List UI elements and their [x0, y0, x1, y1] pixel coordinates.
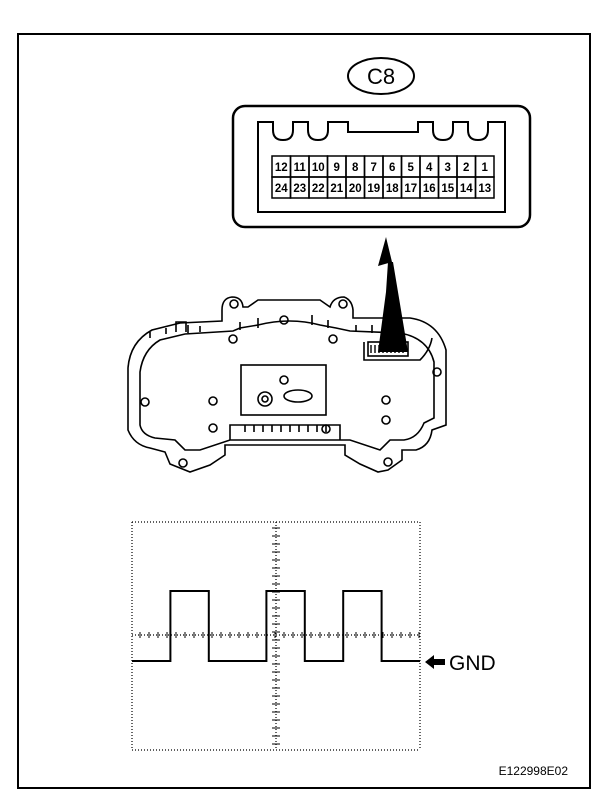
pin-number: 6	[389, 162, 395, 174]
combination-meter-rear	[127, 296, 447, 473]
pin-number: 24	[275, 183, 288, 195]
pin-number: 3	[445, 162, 451, 174]
pin-number: 22	[312, 183, 325, 195]
pin-cell	[474, 176, 495, 199]
waveform-trace	[132, 590, 420, 662]
pin-number: 13	[478, 183, 491, 195]
pin-number: 9	[334, 162, 340, 174]
pin-number: 23	[293, 183, 306, 195]
pin-number: 15	[441, 183, 454, 195]
pin-number: 14	[460, 183, 473, 195]
connector-label-oval	[347, 57, 415, 95]
pin-number: 5	[408, 162, 415, 174]
pin-number: 8	[352, 162, 359, 174]
pin-number: 12	[275, 162, 288, 174]
pin-number: 19	[367, 183, 380, 195]
pointer-arrow	[378, 237, 408, 352]
connector-inner-housing	[257, 121, 506, 213]
pin-number: 21	[330, 183, 343, 195]
pin-number: 16	[423, 183, 436, 195]
oscilloscope-graticule	[131, 521, 421, 751]
connector-outer-body	[231, 104, 532, 229]
pin-number: 4	[426, 162, 433, 174]
pin-number: 2	[463, 162, 469, 174]
gnd-marker: GND	[425, 652, 496, 675]
gnd-label: GND	[449, 652, 496, 675]
gnd-arrow-icon	[425, 655, 445, 669]
meter-connector-pins	[370, 345, 404, 353]
outer-frame	[17, 33, 591, 789]
connector-label: C8	[367, 64, 395, 89]
figure-code: E122998E02	[499, 764, 569, 778]
pin-number: 7	[371, 162, 377, 174]
pin-number: 1	[482, 162, 489, 174]
pin-number: 20	[349, 183, 362, 195]
pin-number: 11	[294, 162, 307, 174]
pin-number: 17	[404, 183, 417, 195]
pin-number: 10	[312, 162, 325, 174]
pin-number: 18	[386, 183, 399, 195]
